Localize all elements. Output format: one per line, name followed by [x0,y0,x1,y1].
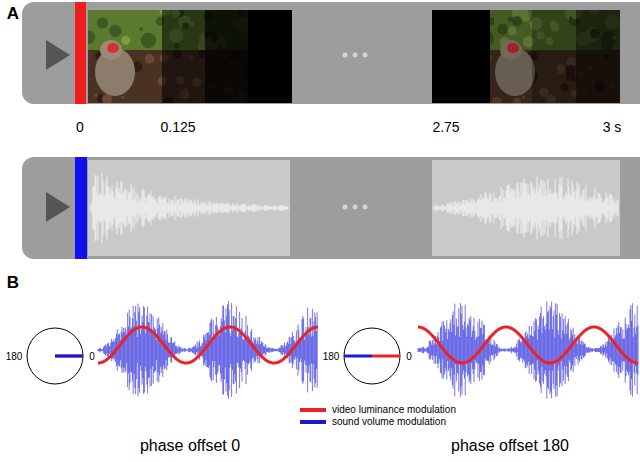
phase-label: 0 [406,351,412,362]
frame-fade [432,10,490,103]
leaf [121,36,130,45]
legend-entry: sound volume modulation [300,416,446,427]
time-label: 0 [76,120,84,135]
leaf [109,25,121,37]
video-frames [432,10,620,103]
play-button [46,40,70,70]
video-onset-bar [75,2,86,104]
luminance-curve [418,327,638,363]
sound-waveform [98,301,317,399]
time-label: 3 s [603,120,622,135]
soil [145,54,155,64]
soil [121,96,124,99]
video-frames [88,10,292,103]
luminance-curve [98,327,318,363]
phase-dial [27,328,83,384]
leaf [97,17,108,28]
leaf [88,30,95,44]
monkey-head [100,40,122,60]
phase-label: 180 [6,351,23,362]
legend-text: sound volume modulation [332,416,446,427]
frame-fade [576,10,620,103]
caption-label: phase offset 0 [140,437,240,455]
ellipsis-dots [343,53,368,58]
audio-waveform [434,176,618,239]
foliage [432,10,620,103]
audio-panel [432,160,620,256]
ellipsis-dots [343,205,368,210]
soil [94,94,98,98]
frame-fade [248,10,292,103]
phase-dial [344,328,400,384]
audio-player-bar [22,157,640,259]
time-label: 2.75 [432,120,459,135]
legend-text: video luminance modulation [332,404,456,415]
panel-letter: A [7,5,19,24]
frame-fade [532,10,576,103]
audio-waveform [90,173,288,243]
sound-waveform [418,301,638,399]
phase-label: 180 [323,351,340,362]
dot [363,205,368,210]
dot [363,53,368,58]
dot [343,205,348,210]
phase-hand [344,355,372,358]
legend-entry: video luminance modulation [300,404,456,415]
frame-fade [162,10,205,103]
panel-letter: B [7,274,19,293]
phase-label: 0 [89,351,95,362]
leaf [139,27,143,31]
play-button [46,192,70,222]
dot [343,53,348,58]
time-label: 0.125 [160,120,195,135]
dot [353,205,358,210]
audio-onset-bar [75,157,87,259]
legend-swatch [300,408,326,412]
caption-label: phase offset 180 [451,437,569,455]
foliage [88,10,292,103]
monkey-face [107,43,119,53]
phase-hand [372,355,400,358]
phase-hand [55,355,83,358]
video-player-bar [22,2,640,104]
dot [353,53,358,58]
phase-hand [55,355,83,358]
leaf [141,33,156,48]
legend-swatch [300,420,326,424]
audio-panel [88,160,290,256]
frame-fade [490,10,532,103]
frame-fade [205,10,248,103]
